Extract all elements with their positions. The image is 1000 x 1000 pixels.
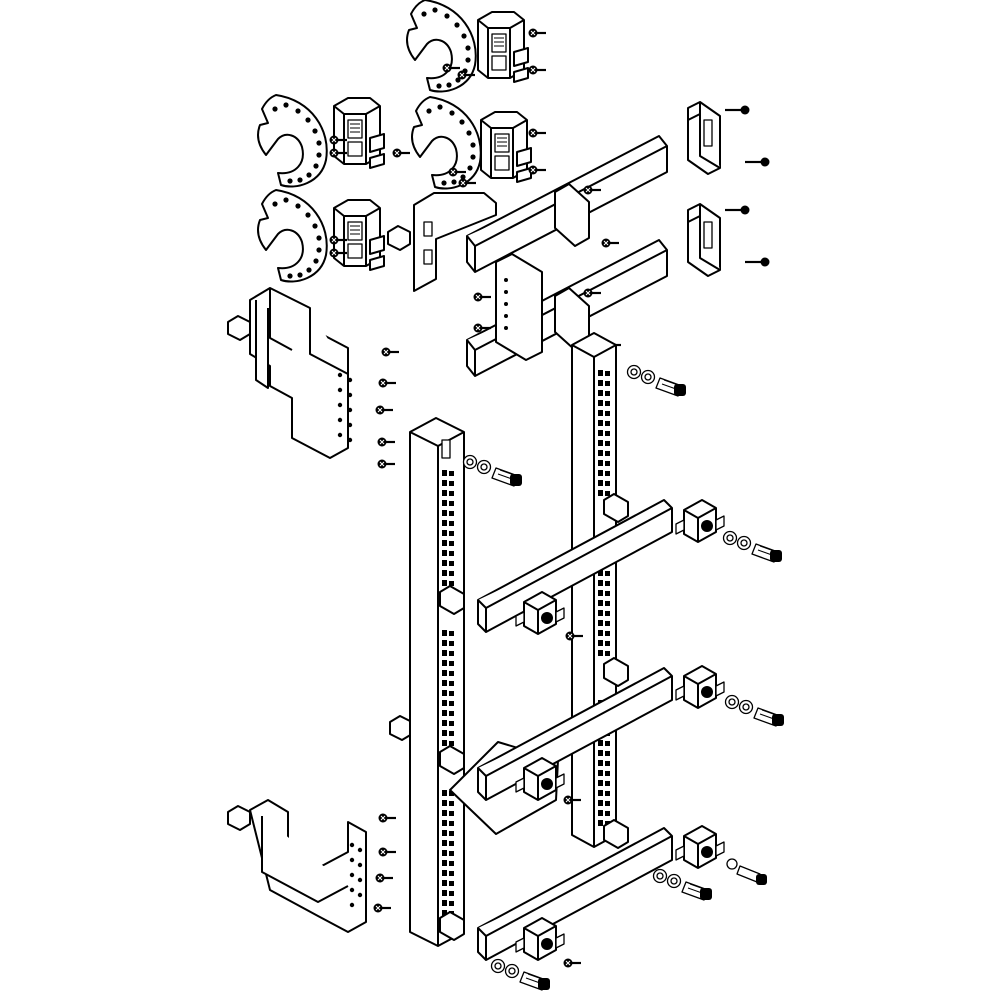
hex-bolt-set xyxy=(722,530,783,563)
rail-end-cap xyxy=(439,911,465,941)
screw xyxy=(600,237,621,249)
terminal-block xyxy=(333,199,385,271)
rail-end-cap xyxy=(603,657,629,687)
hex-bolt-set xyxy=(724,694,785,727)
screw xyxy=(380,346,401,358)
hex-bolt-set xyxy=(652,868,713,901)
screw xyxy=(527,127,548,139)
terminal-block xyxy=(477,11,529,83)
busbar-clamp xyxy=(554,183,590,247)
screw xyxy=(723,104,751,116)
perforated-disc xyxy=(411,96,482,190)
screw xyxy=(723,204,751,216)
perforated-disc xyxy=(257,94,328,188)
screw xyxy=(743,156,771,168)
terminal-block xyxy=(333,97,385,169)
screw xyxy=(377,812,398,824)
screw xyxy=(374,872,395,884)
side-bracket-lower xyxy=(249,799,367,933)
screw xyxy=(376,436,397,448)
terminal-block xyxy=(480,111,532,183)
side-bracket-upper xyxy=(249,287,353,459)
busbar-clamp xyxy=(675,665,725,709)
hex-bolt-set xyxy=(462,454,523,487)
busbar-clamp xyxy=(675,825,725,869)
screw xyxy=(372,902,393,914)
rail-end-cap xyxy=(439,745,465,775)
small-nut xyxy=(227,805,251,831)
screw xyxy=(374,404,395,416)
screw xyxy=(743,256,771,268)
small-nut xyxy=(387,225,411,251)
screw xyxy=(377,377,398,389)
disc-assembly-mid-left xyxy=(257,94,412,188)
hex-bolt-set xyxy=(490,958,551,991)
screw xyxy=(527,27,548,39)
rail-end-cap xyxy=(439,585,465,615)
small-nut xyxy=(389,715,413,741)
busbar-clamp xyxy=(675,499,725,543)
support-rail-right xyxy=(571,332,617,848)
rail-clip-lower xyxy=(687,203,771,277)
disc-assembly-mid-right xyxy=(411,96,548,190)
screw xyxy=(562,957,583,969)
support-rail-left xyxy=(409,417,465,947)
screw xyxy=(376,458,397,470)
perforated-disc xyxy=(257,189,328,283)
disc-assembly-lower-left xyxy=(257,189,411,283)
rail-support-bracket xyxy=(472,253,543,361)
disc-assembly-top xyxy=(406,0,548,93)
bolt-with-washer xyxy=(726,858,767,885)
mounting-plate-bracket xyxy=(413,192,497,292)
rail-clip-upper xyxy=(687,101,771,175)
screw xyxy=(391,147,412,159)
screw xyxy=(377,846,398,858)
hex-bolt-set xyxy=(626,364,687,397)
small-nut xyxy=(227,315,251,341)
rail-end-cap xyxy=(603,493,629,523)
rail-end-cap xyxy=(603,819,629,849)
busbar-angled-upper xyxy=(466,135,668,273)
busbar-horizontal-3 xyxy=(477,827,673,961)
screw xyxy=(527,64,548,76)
busbar-horizontal-1 xyxy=(477,499,673,633)
screw xyxy=(527,164,548,176)
screw xyxy=(472,291,493,303)
